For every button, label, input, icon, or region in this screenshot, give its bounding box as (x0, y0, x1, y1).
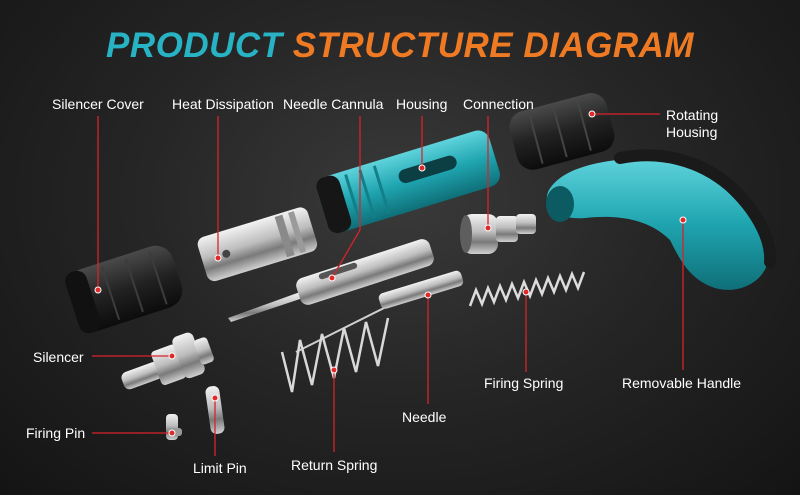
label-silencer: Silencer (33, 349, 84, 365)
dot-return-spring (330, 366, 338, 374)
diagram-title: PRODUCT STRUCTURE DIAGRAM (0, 26, 800, 66)
dot-silencer-cover (94, 286, 102, 294)
label-heat-dissipation: Heat Dissipation (172, 96, 274, 112)
heat-dissipation-part (197, 207, 318, 282)
label-housing: Housing (396, 96, 448, 112)
silencer-cover-part (65, 245, 183, 334)
housing-part (316, 130, 500, 234)
dot-firing-pin (168, 429, 176, 437)
connection-part (460, 214, 536, 254)
label-connection: Connection (463, 96, 534, 112)
label-firing-spring: Firing Spring (484, 375, 564, 391)
label-needle: Needle (402, 409, 447, 425)
needle-cannula-part (228, 239, 434, 322)
firing-pin-part (166, 414, 182, 440)
dot-rotating-housing (588, 110, 596, 118)
label-rotating-housing-line1: Rotating (666, 107, 719, 123)
leader-needle-cannula (331, 116, 361, 279)
needle-part (295, 270, 464, 353)
label-return-spring: Return Spring (291, 457, 378, 473)
label-limit-pin: Limit Pin (193, 460, 247, 476)
return-spring-part (280, 317, 390, 393)
leader-dots (94, 110, 687, 437)
title-part-1: PRODUCT (105, 26, 283, 65)
label-rotating-housing-line2: Housing (666, 124, 718, 140)
dot-heat-dissipation (214, 254, 222, 262)
rotating-housing-part (509, 93, 615, 170)
leader-lines (92, 113, 684, 456)
dot-firing-spring (522, 288, 530, 296)
dot-removable-handle (679, 216, 687, 224)
dot-limit-pin (211, 394, 219, 402)
removable-handle-part (546, 149, 777, 290)
dot-housing (418, 164, 426, 172)
dot-needle (424, 291, 432, 299)
label-needle-cannula: Needle Cannula (283, 96, 384, 112)
title-part-2: STRUCTURE DIAGRAM (292, 26, 695, 65)
label-silencer-cover: Silencer Cover (52, 96, 144, 112)
silencer-part (121, 332, 214, 390)
dot-needle-cannula (328, 274, 336, 282)
label-firing-pin: Firing Pin (26, 425, 86, 441)
label-removable-handle: Removable Handle (622, 375, 742, 391)
dot-connection (484, 224, 492, 232)
dot-silencer (168, 352, 176, 360)
